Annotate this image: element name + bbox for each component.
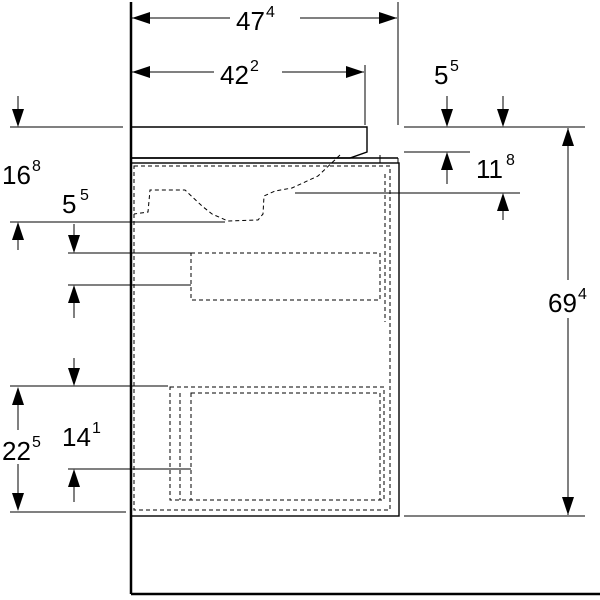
dim-cabinet-gap-sup: 8 — [506, 152, 515, 169]
dim-basin-width-sup: 2 — [250, 58, 259, 75]
arrow-up — [68, 285, 80, 303]
cabinet-body — [130, 162, 400, 517]
arrow-up — [12, 222, 24, 240]
dim-overall-height: 69 — [548, 288, 577, 318]
siphon-dashed — [133, 154, 341, 222]
dim-overall-width: 47 — [236, 6, 265, 36]
arrow-right — [346, 66, 364, 78]
dim-bottom-height-sup: 5 — [32, 434, 41, 451]
washbasin-outline — [131, 126, 368, 159]
cabinet-inner-dashed — [133, 165, 391, 511]
dim-left-thickness: 5 — [62, 189, 76, 219]
dim-drawer-height: 14 — [62, 422, 91, 452]
dim-left-thickness-sup: 5 — [80, 187, 89, 204]
dim-overall-width-sup: 4 — [266, 4, 275, 21]
arrow-up — [441, 152, 453, 170]
arrow-up — [562, 128, 574, 146]
arrow-down — [562, 497, 574, 515]
arrow-up — [12, 387, 24, 405]
dim-right-thickness-sup: 5 — [450, 58, 459, 75]
dim-top-to-cabinet: 16 — [2, 160, 31, 190]
arrow-down — [68, 368, 80, 386]
dim-right-thickness: 5 — [434, 60, 448, 90]
arrow-down — [12, 493, 24, 511]
arrow-down — [12, 109, 24, 127]
arrow-down — [68, 235, 80, 253]
arrow-down — [497, 109, 509, 127]
dim-top-to-cabinet-sup: 8 — [32, 158, 41, 175]
arrow-left — [132, 12, 150, 24]
dim-basin-width: 42 — [220, 60, 249, 90]
dim-cabinet-gap: 11 — [476, 154, 503, 184]
dim-bottom-height: 22 — [2, 436, 31, 466]
arrow-up — [497, 193, 509, 211]
lower-drawer-outer-dashed — [169, 386, 385, 501]
arrow-left — [132, 66, 150, 78]
arrow-up — [68, 469, 80, 487]
dim-overall-height-sup: 4 — [578, 286, 587, 303]
arrow-down — [441, 109, 453, 127]
lower-drawer-dashed — [190, 392, 381, 501]
arrow-right — [379, 12, 397, 24]
dim-drawer-height-sup: 1 — [92, 420, 101, 437]
upper-drawer-dashed — [190, 252, 381, 301]
